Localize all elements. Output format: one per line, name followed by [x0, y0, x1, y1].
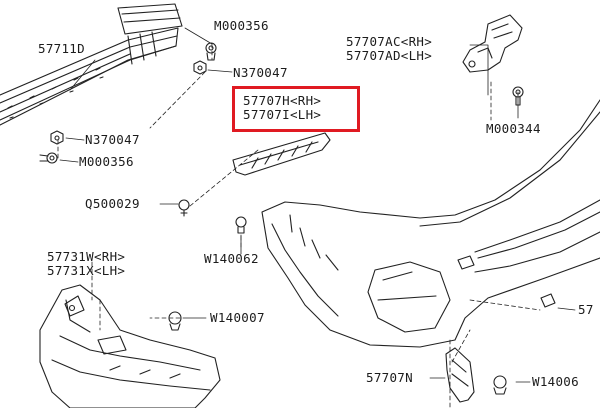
highlight-box — [232, 86, 360, 132]
part-label-w140007: W140007 — [210, 310, 265, 325]
part-label-w14006x: W14006 — [532, 374, 579, 389]
bolt-m000356-top-icon — [205, 42, 217, 61]
part-label-m000356-top: M000356 — [214, 18, 269, 33]
leader-lines — [59, 27, 576, 383]
bumper-cover — [261, 99, 600, 348]
part-label-m000344: M000344 — [486, 121, 541, 136]
clip-w14006x-icon — [493, 375, 507, 395]
part-label-m000356-left: M000356 — [79, 154, 134, 169]
part-label-n370047-top: N370047 — [233, 65, 288, 80]
part-label-57711d: 57711D — [38, 41, 85, 56]
fasteners — [39, 42, 524, 395]
clip-w140007-icon — [168, 311, 182, 331]
splash-guard-57731w-57731x — [39, 284, 221, 408]
part-label-q500029: Q500029 — [85, 196, 140, 211]
part-label-57-right: 57 — [578, 302, 594, 317]
nut-n370047-left-icon — [50, 130, 64, 145]
part-label-n370047-left: N370047 — [85, 132, 140, 147]
part-label-57731x: 57731X<LH> — [47, 263, 126, 278]
part-label-57707ad: 57707AD<LH> — [346, 48, 433, 63]
part-label-w140062: W140062 — [204, 251, 259, 266]
bolt-m000344-icon — [512, 86, 524, 106]
clip-q500029-icon — [178, 199, 190, 217]
nut-n370047-top-icon — [193, 60, 207, 75]
part-label-57731w: 57731W<RH> — [47, 249, 126, 264]
part-label-57707ac: 57707AC<RH> — [346, 34, 433, 49]
bracket-57707n — [445, 347, 475, 403]
part-label-57707h: 57707H<RH> — [243, 93, 322, 108]
part-label-57707i: 57707I<LH> — [243, 107, 322, 122]
bumper-beam-57711d — [0, 3, 183, 126]
clip-w140062-icon — [235, 216, 247, 234]
bracket-57707h-57707i — [232, 132, 331, 176]
bolt-m000356-left-icon — [39, 152, 58, 164]
part-label-57707n: 57707N — [366, 370, 413, 385]
side-bracket-57707ac-57707ad — [462, 14, 523, 73]
